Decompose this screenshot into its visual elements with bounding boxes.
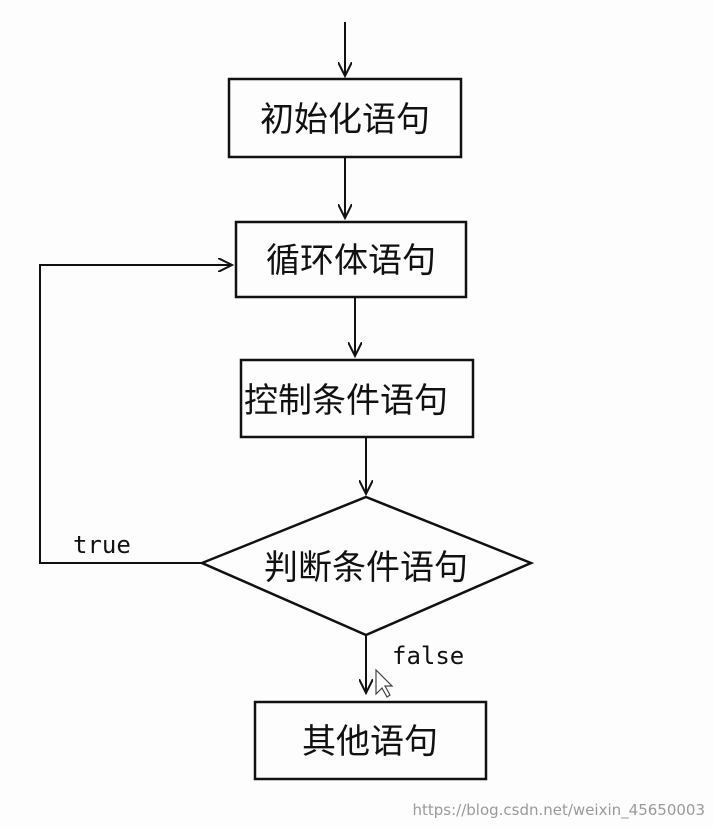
other-box xyxy=(253,700,488,781)
control-label: 控制条件语句 xyxy=(244,381,448,421)
loop-body-label: 循环体语句 xyxy=(266,241,436,281)
loop-body-box xyxy=(234,220,468,299)
init-label: 初始化语句 xyxy=(260,100,430,140)
init-node: 初始化语句 xyxy=(227,77,463,159)
false-label: false xyxy=(392,642,464,670)
loop-body-node: 循环体语句 xyxy=(234,220,468,299)
mouse-cursor-icon xyxy=(375,668,394,698)
condition-label: 判断条件语句 xyxy=(264,548,468,588)
watermark-text: https://blog.csdn.net/weixin_45650003 xyxy=(412,801,705,820)
control-box xyxy=(239,358,475,439)
true-label: true xyxy=(73,531,131,559)
control-node: 控制条件语句 xyxy=(239,358,475,439)
true-loop-back-arrow xyxy=(39,265,232,564)
condition-node: 判断条件语句 xyxy=(198,495,535,637)
other-node: 其他语句 xyxy=(253,700,488,781)
other-label: 其他语句 xyxy=(302,722,438,762)
